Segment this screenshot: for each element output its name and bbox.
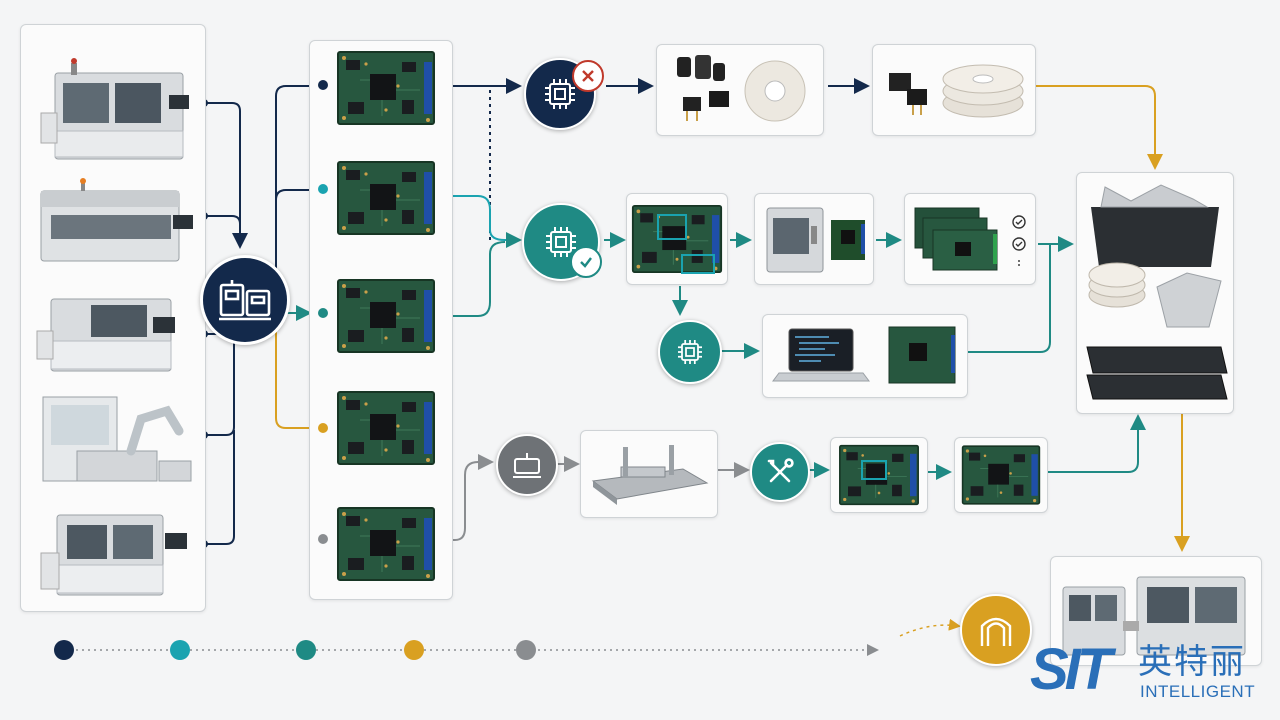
board-row-dot-teal: [318, 308, 328, 318]
smt-machine-1: [40, 58, 189, 160]
connector-machine-5: [204, 430, 235, 545]
reject-x-icon: [572, 60, 604, 92]
chip-reject-icon: [524, 58, 596, 130]
chip-program-icon: [658, 320, 722, 384]
connector-machine-2: [204, 215, 241, 225]
smt-machine-5: [40, 514, 187, 596]
repackaged-components-card: [872, 44, 1036, 136]
robot-cell: [42, 396, 192, 482]
board-row-dot-navy: [318, 80, 328, 90]
machines-panel: [20, 24, 206, 612]
approve-check-icon: [570, 246, 602, 278]
programming-station-card: [762, 314, 968, 398]
repair-tools-icon: [750, 442, 810, 502]
archway-icon: [960, 594, 1032, 666]
fixture-icon: [496, 434, 558, 496]
logo-brand: SIT: [1030, 637, 1112, 702]
company-logo: SIT 英特丽 INTELLIGENT: [1030, 640, 1260, 710]
pcb-board-2: [337, 161, 435, 235]
board-row-dot-gray: [318, 534, 328, 544]
pcb-board-1: [337, 51, 435, 125]
connector-machine-4: [204, 330, 235, 436]
pcb-board-3: [337, 279, 435, 353]
repaired-board-card: [830, 437, 928, 513]
storage-packaging-card: [1076, 172, 1234, 414]
legend-dot-cyan: [170, 640, 190, 660]
legend-dot-navy: [54, 640, 74, 660]
legend-dot-gray: [516, 640, 536, 660]
test-chamber-card: [754, 193, 874, 285]
board-row-dot-cyan: [318, 184, 328, 194]
smt-machine-2: [40, 178, 193, 262]
legend-dot-teal: [296, 640, 316, 660]
pcb-board-verified: [961, 445, 1041, 505]
pcb-board-4: [337, 391, 435, 465]
connector-machine-1: [204, 102, 248, 249]
final-assembly-card: [1050, 556, 1262, 666]
production-line-icon: [200, 255, 290, 345]
verified-board-card: [954, 437, 1048, 513]
legend-dot-gold: [404, 640, 424, 660]
rejected-components-card: [656, 44, 824, 136]
logo-english: INTELLIGENT: [1140, 682, 1256, 701]
passed-boards-card: [904, 193, 1036, 285]
pcb-board-5: [337, 507, 435, 581]
inspected-board-card: [626, 193, 728, 285]
smt-machine-3: [36, 298, 175, 372]
logo-chinese: 英特丽: [1138, 642, 1246, 682]
test-fixture-card: [580, 430, 718, 518]
board-row-dot-gold: [318, 423, 328, 433]
